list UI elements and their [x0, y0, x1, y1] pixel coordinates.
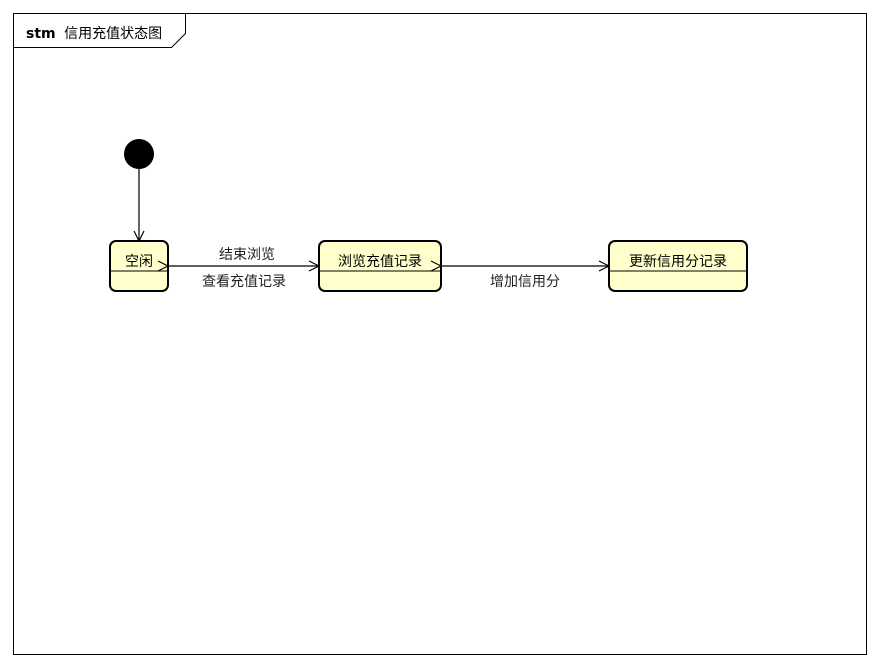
- state-browse-records-label: 浏览充值记录: [338, 254, 422, 270]
- frame-title: stm 信用充值状态图: [26, 26, 162, 42]
- state-update-credit[interactable]: 更新信用分记录: [608, 240, 748, 292]
- transition-label-end-browse: 结束浏览: [219, 247, 275, 263]
- initial-state: [124, 139, 154, 169]
- frame-keyword: stm: [26, 26, 56, 42]
- state-browse-records[interactable]: 浏览充值记录: [318, 240, 442, 292]
- state-idle-label: 空闲: [125, 254, 153, 270]
- state-idle[interactable]: 空闲: [109, 240, 169, 292]
- frame-name: 信用充值状态图: [64, 26, 162, 42]
- transition-label-add-credit: 增加信用分: [490, 274, 560, 290]
- state-update-credit-label: 更新信用分记录: [629, 254, 727, 270]
- transition-label-view-records: 查看充值记录: [202, 274, 286, 290]
- frame-name-tab: [13, 13, 186, 48]
- diagram-frame: [13, 13, 867, 655]
